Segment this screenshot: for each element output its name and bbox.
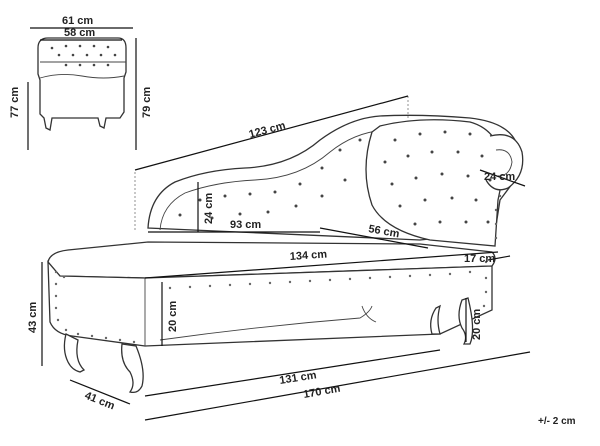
back-tufts [178,138,362,220]
label-79: 79 cm [141,87,153,118]
tolerance-note: +/- 2 cm [538,416,576,427]
label-131: 131 cm [279,369,318,387]
label-43: 43 cm [27,302,39,333]
label-134: 134 cm [289,248,327,263]
label-123: 123 cm [248,120,287,141]
dimension-lines [41,95,531,421]
arm-tufts [383,130,492,226]
dimension-labels: 61 cm 58 cm 77 cm 79 cm 123 cm 24 cm 93 … [9,15,576,427]
label-20-seat: 20 cm [167,301,179,332]
dim-line-56 [319,227,429,249]
label-61: 61 cm [62,15,93,27]
side-view [27,27,137,150]
side-view-tufts [50,44,117,67]
label-58: 58 cm [64,27,95,39]
dim-line-134 [144,251,499,279]
nailhead-studs [54,194,502,344]
label-56: 56 cm [367,223,400,240]
chaise-main-view [47,114,524,394]
label-170: 170 cm [302,383,341,401]
label-20-leg: 20 cm [471,309,483,340]
dim-line-24-arm [479,169,526,187]
label-17: 17 cm [464,253,495,265]
dim-line-170 [144,351,531,421]
dim-line-41 [69,379,131,405]
dim-line-17 [487,255,511,261]
label-77: 77 cm [9,87,21,118]
label-24-arm: 24 cm [484,171,515,183]
label-24-back: 24 cm [203,193,215,224]
dim-line-123 [134,95,409,171]
label-41: 41 cm [83,390,117,413]
label-93: 93 cm [230,219,261,231]
dim-line-131 [144,349,441,397]
